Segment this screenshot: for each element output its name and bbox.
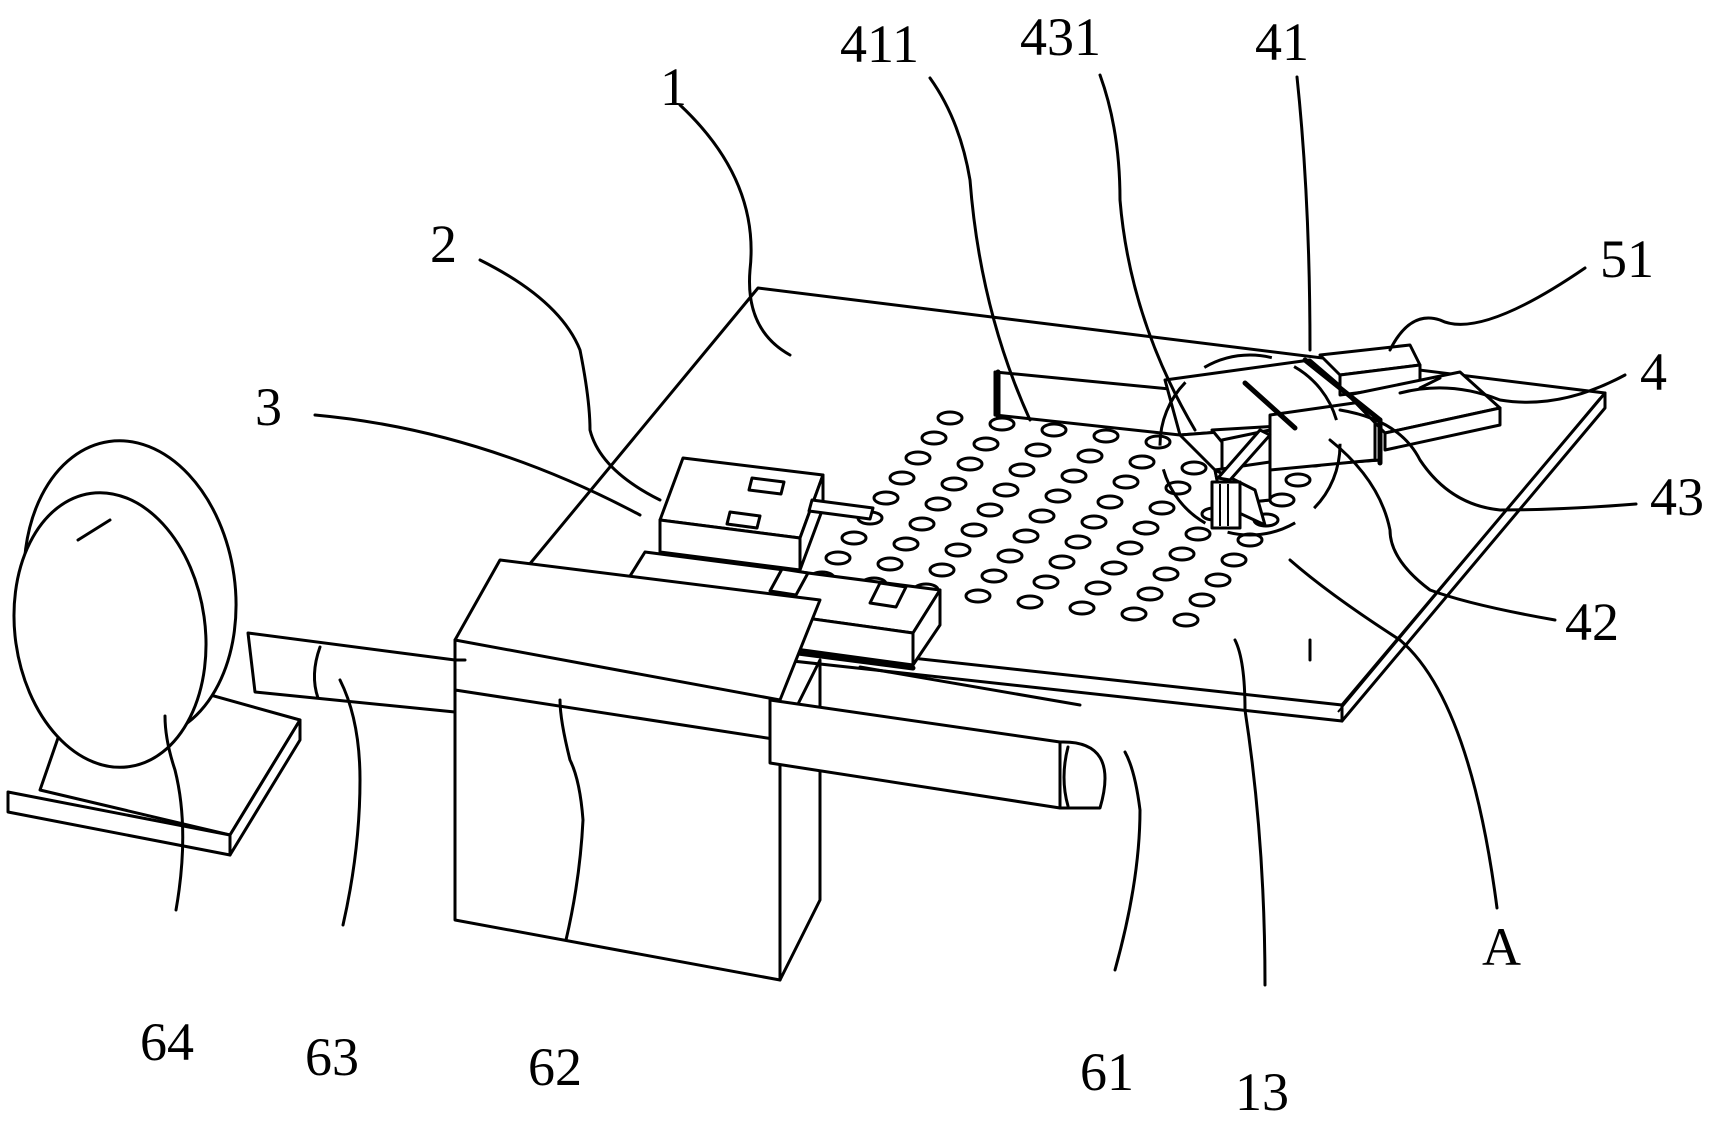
suction-hole [1204,572,1232,588]
suction-hole [972,436,1000,452]
label-42: 42 [1565,592,1619,652]
label-43: 43 [1650,467,1704,527]
detail-circle-a [1158,353,1342,537]
label-411: 411 [840,14,919,74]
suction-hole [1268,492,1296,508]
suction-hole [908,516,936,532]
suction-hole [1144,434,1172,450]
suction-hole [996,548,1024,564]
leader-lines [163,73,1638,987]
suction-hole [992,482,1020,498]
suction-hole [1120,606,1148,622]
suction-hole [888,470,916,486]
suction-hole [824,550,852,566]
label-64: 64 [140,1012,194,1072]
suction-hole [872,490,900,506]
suction-hole [976,502,1004,518]
clamp-assembly [993,343,1502,530]
suction-hole [1012,528,1040,544]
suction-hole [964,588,992,604]
label-431: 431 [1020,7,1101,67]
suction-hole [1184,526,1212,542]
suction-hole [876,556,904,572]
label-62: 62 [528,1037,582,1097]
suction-hole [960,522,988,538]
suction-hole [1096,494,1124,510]
suction-hole [1028,508,1056,524]
suction-hole [1284,472,1312,488]
label-A: A [1482,917,1521,977]
suction-hole [1040,422,1068,438]
label-61: 61 [1080,1042,1134,1102]
suction-hole [1008,462,1036,478]
suction-hole [1076,448,1104,464]
suction-hole [892,536,920,552]
suction-hole [1220,552,1248,568]
suction-hole [988,416,1016,432]
label-51: 51 [1600,229,1654,289]
upper-block [658,456,875,572]
suction-hole [956,456,984,472]
suction-hole [1084,580,1112,596]
suction-hole [1136,586,1164,602]
suction-hole [980,568,1008,584]
pipe-63 [246,631,467,714]
label-4: 4 [1640,342,1667,402]
suction-hole [1032,574,1060,590]
suction-hole [940,476,968,492]
suction-hole [1148,500,1176,516]
label-63: 63 [305,1027,359,1087]
label-3: 3 [255,377,282,437]
pipe-61 [768,665,1107,810]
suction-hole [1188,592,1216,608]
suction-hole [1128,454,1156,470]
label-1: 1 [660,57,687,117]
suction-hole [1132,520,1160,536]
suction-hole [1116,540,1144,556]
label-41: 41 [1255,12,1309,72]
suction-hole [1172,612,1200,628]
suction-hole [920,430,948,446]
suction-hole [944,542,972,558]
suction-hole [1044,488,1072,504]
reference-labels: 1 2 3 411 431 41 51 4 43 42 A 13 61 62 6… [140,7,1704,1122]
suction-hole [1152,566,1180,582]
suction-hole [1168,546,1196,562]
label-13: 13 [1235,1062,1289,1122]
suction-hole [1016,594,1044,610]
suction-hole [924,496,952,512]
suction-hole [1024,442,1052,458]
box-62 [453,558,822,982]
suction-hole [1100,560,1128,576]
suction-hole [1060,468,1088,484]
suction-hole [1180,460,1208,476]
suction-hole [1068,600,1096,616]
suction-hole [1064,534,1092,550]
suction-hole [928,562,956,578]
suction-hole [1080,514,1108,530]
suction-hole [904,450,932,466]
suction-hole [840,530,868,546]
label-2: 2 [430,214,457,274]
suction-hole [936,410,964,426]
suction-hole [1092,428,1120,444]
suction-hole [1048,554,1076,570]
suction-hole [1112,474,1140,490]
